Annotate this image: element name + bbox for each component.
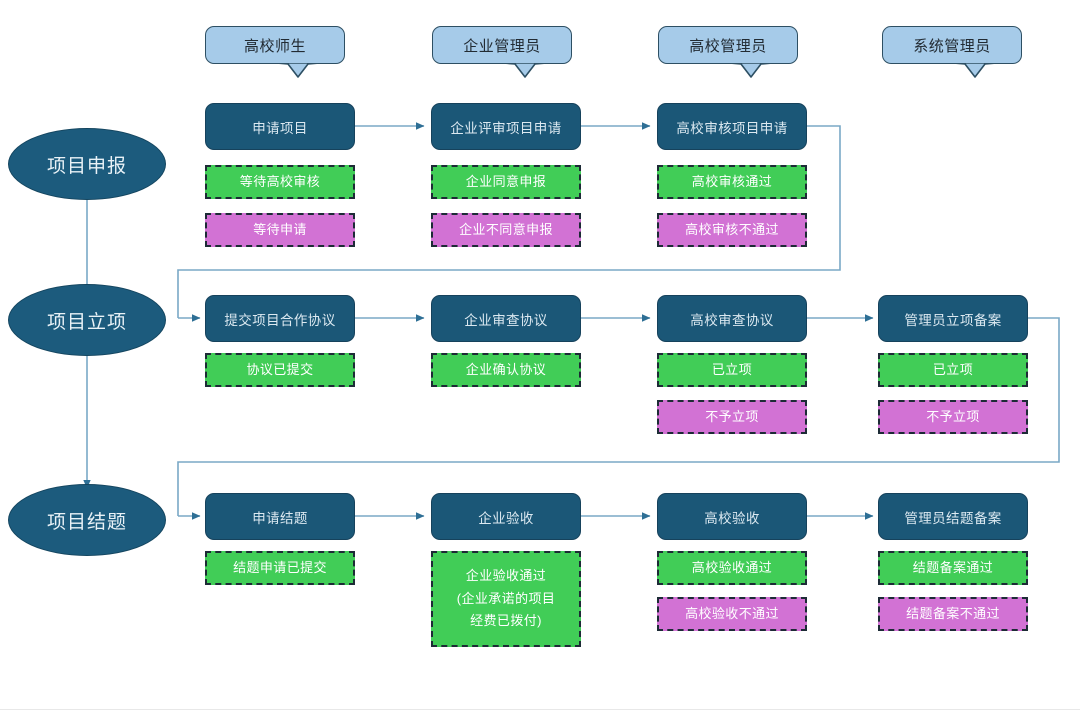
node-label: 管理员结题备案 — [904, 510, 1002, 526]
node-r2-c2[interactable]: 企业审查协议 — [431, 295, 581, 342]
status-line: 已立项 — [711, 361, 753, 377]
node-label: 高校验收 — [704, 510, 760, 526]
role-header-1: 企业管理员 — [432, 26, 572, 78]
node-r1-c1[interactable]: 申请项目 — [205, 103, 355, 150]
status-r3-c3-ok: 高校验收通过 — [657, 551, 807, 585]
status-r2-c2-ok: 企业确认协议 — [431, 353, 581, 387]
status-r2-c3-ok: 已立项 — [657, 353, 807, 387]
status-r2-c3-bad: 不予立项 — [657, 400, 807, 434]
status-line: (企业承诺的项目 — [456, 590, 556, 606]
status-r2-c4-ok: 已立项 — [878, 353, 1028, 387]
node-r2-c1[interactable]: 提交项目合作协议 — [205, 295, 355, 342]
status-line: 高校验收不通过 — [685, 605, 779, 621]
status-line: 已立项 — [932, 361, 974, 377]
node-label: 管理员立项备案 — [904, 312, 1002, 328]
status-line: 不予立项 — [926, 408, 980, 424]
status-line: 企业同意申报 — [465, 173, 547, 189]
status-line: 企业确认协议 — [465, 361, 547, 377]
status-r1-c2-bad: 企业不同意申报 — [431, 213, 581, 247]
role-header-0: 高校师生 — [205, 26, 345, 78]
status-r1-c2-ok: 企业同意申报 — [431, 165, 581, 199]
node-r3-c4[interactable]: 管理员结题备案 — [878, 493, 1028, 540]
node-label: 申请结题 — [252, 510, 308, 526]
status-line: 结题备案不通过 — [906, 605, 1000, 621]
status-line: 经费已拨付) — [470, 613, 542, 629]
status-line: 高校验收通过 — [691, 559, 773, 575]
status-r1-c1-bad: 等待申请 — [205, 213, 355, 247]
node-label: 高校审核项目申请 — [676, 120, 788, 136]
status-line: 协议已提交 — [246, 361, 314, 377]
status-line: 企业验收通过 — [465, 567, 547, 583]
status-line: 不予立项 — [705, 408, 759, 424]
role-label: 企业管理员 — [463, 37, 541, 55]
stage-label: 项目结题 — [46, 511, 127, 533]
status-r3-c3-bad: 高校验收不通过 — [657, 597, 807, 631]
status-r1-c3-ok: 高校审核通过 — [657, 165, 807, 199]
status-r3-c1-ok: 结题申请已提交 — [205, 551, 355, 585]
node-label: 企业评审项目申请 — [450, 120, 562, 136]
node-r1-c3[interactable]: 高校审核项目申请 — [657, 103, 807, 150]
node-label: 企业验收 — [478, 510, 534, 526]
status-r3-c2-ok: 企业验收通过 (企业承诺的项目 经费已拨付) — [431, 551, 581, 647]
node-label: 申请项目 — [252, 120, 308, 136]
status-r3-c4-ok: 结题备案通过 — [878, 551, 1028, 585]
status-line: 等待申请 — [253, 221, 307, 237]
status-line: 结题申请已提交 — [233, 559, 327, 575]
status-r3-c4-bad: 结题备案不通过 — [878, 597, 1028, 631]
role-header-3: 系统管理员 — [882, 26, 1022, 78]
role-label: 高校管理员 — [689, 37, 767, 55]
status-line: 高校审核通过 — [691, 173, 773, 189]
status-line: 等待高校审核 — [239, 173, 321, 189]
status-line: 高校审核不通过 — [685, 221, 779, 237]
status-r1-c3-bad: 高校审核不通过 — [657, 213, 807, 247]
node-r1-c2[interactable]: 企业评审项目申请 — [431, 103, 581, 150]
node-r2-c3[interactable]: 高校审查协议 — [657, 295, 807, 342]
status-r2-c1-ok: 协议已提交 — [205, 353, 355, 387]
node-r2-c4[interactable]: 管理员立项备案 — [878, 295, 1028, 342]
stage-label: 项目立项 — [46, 311, 127, 333]
status-line: 结题备案通过 — [912, 559, 994, 575]
role-header-2: 高校管理员 — [658, 26, 798, 78]
status-r1-c1-ok: 等待高校审核 — [205, 165, 355, 199]
stage-ellipse-2: 项目结题 — [8, 484, 166, 556]
node-r3-c1[interactable]: 申请结题 — [205, 493, 355, 540]
status-line: 企业不同意申报 — [459, 221, 553, 237]
node-label: 高校审查协议 — [690, 312, 774, 328]
stage-ellipse-1: 项目立项 — [8, 284, 166, 356]
role-label: 系统管理员 — [913, 37, 991, 55]
role-label: 高校师生 — [243, 37, 306, 55]
node-r3-c2[interactable]: 企业验收 — [431, 493, 581, 540]
node-r3-c3[interactable]: 高校验收 — [657, 493, 807, 540]
status-r2-c4-bad: 不予立项 — [878, 400, 1028, 434]
node-label: 企业审查协议 — [464, 312, 548, 328]
stage-label: 项目申报 — [46, 155, 127, 177]
stage-ellipse-0: 项目申报 — [8, 128, 166, 200]
node-label: 提交项目合作协议 — [224, 312, 336, 328]
